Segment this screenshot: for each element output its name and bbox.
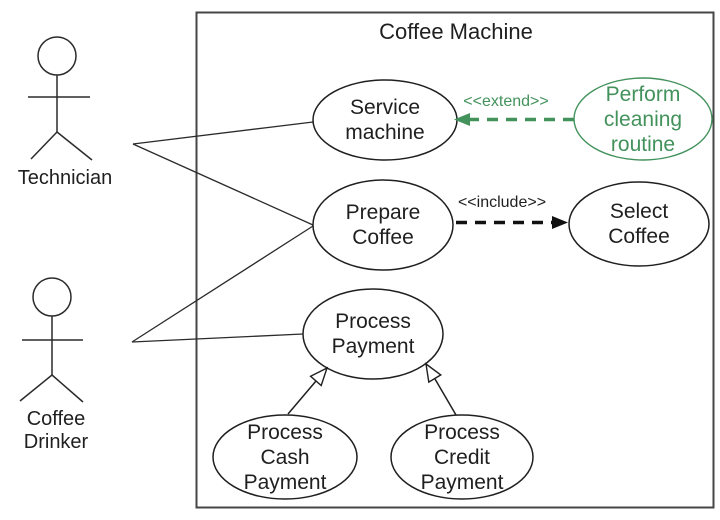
- usecase-process-payment[interactable]: [302, 288, 444, 380]
- technician-left-leg: [30, 131, 58, 160]
- extend-relationship-arrow[interactable]: [454, 113, 574, 126]
- coffee-drinker-left-leg: [19, 374, 53, 402]
- assoc-drinker-prepare-coffee[interactable]: [131, 225, 314, 343]
- actor-coffee-drinker-icon[interactable]: [19, 277, 84, 403]
- usecase-perform-cleaning-routine[interactable]: [573, 77, 713, 161]
- assoc-technician-prepare-coffee[interactable]: [132, 143, 314, 226]
- usecase-select-coffee[interactable]: [568, 181, 710, 267]
- assoc-technician-service-machine[interactable]: [132, 121, 314, 145]
- system-boundary-box: [195, 11, 715, 509]
- technician-right-leg: [56, 131, 93, 161]
- usecase-service-machine[interactable]: [312, 79, 458, 161]
- hollow-triangle-arrowhead-icon: [425, 362, 443, 384]
- actor-technician-icon[interactable]: [28, 36, 93, 161]
- usecase-process-cash-payment[interactable]: [212, 414, 358, 500]
- include-relationship-arrow[interactable]: [456, 216, 568, 229]
- usecase-prepare-coffee[interactable]: [312, 179, 454, 271]
- include-arrowhead-icon: [552, 216, 568, 229]
- generalization-line: [287, 380, 317, 415]
- hollow-triangle-arrowhead-icon: [309, 366, 329, 387]
- coffee-drinker-right-leg: [51, 374, 84, 403]
- assoc-drinker-process-payment[interactable]: [131, 333, 304, 343]
- extend-arrowhead-icon: [454, 113, 470, 126]
- generalization-cash-to-payment[interactable]: [287, 366, 329, 415]
- coffee-drinker-head: [32, 277, 72, 317]
- generalization-line: [434, 378, 457, 416]
- generalization-credit-to-payment[interactable]: [425, 362, 457, 416]
- technician-head: [37, 36, 77, 76]
- usecase-process-credit-payment[interactable]: [390, 414, 534, 500]
